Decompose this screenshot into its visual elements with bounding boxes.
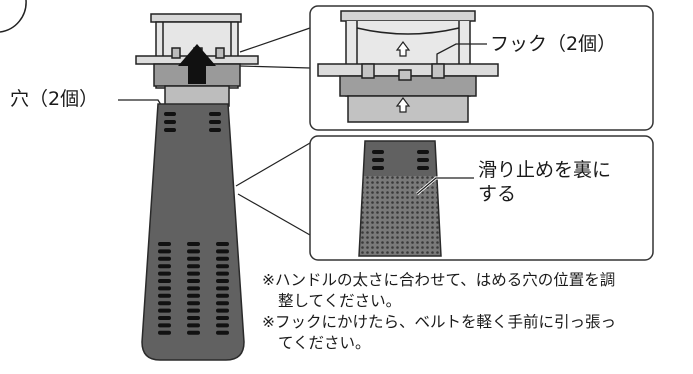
belt-slot xyxy=(216,323,229,328)
belt-slot xyxy=(158,286,171,291)
belt-slot xyxy=(187,264,200,269)
belt-slot xyxy=(158,330,171,335)
note-2-line2: てください。 xyxy=(278,334,371,352)
belt-slot xyxy=(158,271,171,276)
belt-slot xyxy=(187,293,200,298)
belt-slot xyxy=(216,330,229,335)
zoom-lines-bottom xyxy=(235,142,311,236)
push-arrow-icon xyxy=(178,44,216,84)
hole-label: 穴（2個） xyxy=(10,88,99,110)
belt-slot xyxy=(187,308,200,313)
belt-slot xyxy=(158,249,171,254)
clip-illustration-large xyxy=(317,10,499,123)
belt-slot xyxy=(158,316,171,320)
belt-slot xyxy=(158,293,171,298)
belt-slot xyxy=(216,271,229,276)
belt-slot xyxy=(187,286,200,291)
nonslip-label-line2: する xyxy=(478,183,517,205)
belt-slot xyxy=(158,264,171,269)
belt-slot xyxy=(216,286,229,291)
nonslip-label-line1: 滑り止めを裏に xyxy=(478,159,612,181)
belt-slot xyxy=(158,279,171,283)
belt-slot xyxy=(187,323,200,328)
belt-slot xyxy=(216,316,229,320)
belt-slot xyxy=(158,301,171,306)
belt-slot xyxy=(187,279,200,283)
up-arrow-icon xyxy=(395,41,411,113)
belt-slot xyxy=(187,301,200,306)
belt-slot xyxy=(216,256,229,261)
nonslip-holes xyxy=(372,150,429,170)
belt-strip xyxy=(141,103,245,361)
belt-slot xyxy=(158,256,171,261)
note-1-line2: 整してください。 xyxy=(278,292,402,310)
belt-slot xyxy=(187,330,200,335)
hook-label: フック（2個） xyxy=(490,33,617,55)
zoom-lines-top xyxy=(239,27,311,69)
belt-slot xyxy=(216,242,229,246)
hole-pointer xyxy=(118,99,164,109)
belt-slot xyxy=(216,249,229,254)
step-circle xyxy=(0,0,27,33)
belt-slot xyxy=(158,242,171,246)
nonslip-texture xyxy=(359,176,441,256)
belt-slot-rows xyxy=(158,242,229,335)
belt-slot xyxy=(216,293,229,298)
note-1-line1: ※ハンドルの太さに合わせて、はめる穴の位置を調 xyxy=(262,271,616,289)
belt-slot xyxy=(158,323,171,328)
belt-slot xyxy=(216,264,229,269)
belt-slot xyxy=(158,308,171,313)
belt-slot xyxy=(216,308,229,313)
belt-slot xyxy=(216,279,229,283)
note-2-line1: ※フックにかけたら、ベルトを軽く手前に引っ張っ xyxy=(262,313,616,331)
belt-holes xyxy=(164,112,221,132)
belt-slot xyxy=(187,256,200,261)
belt-slot xyxy=(187,249,200,254)
belt-slot xyxy=(187,242,200,246)
belt-slot xyxy=(187,316,200,320)
hook-pointer xyxy=(436,43,487,64)
belt-slot xyxy=(187,271,200,276)
belt-slot xyxy=(216,301,229,306)
